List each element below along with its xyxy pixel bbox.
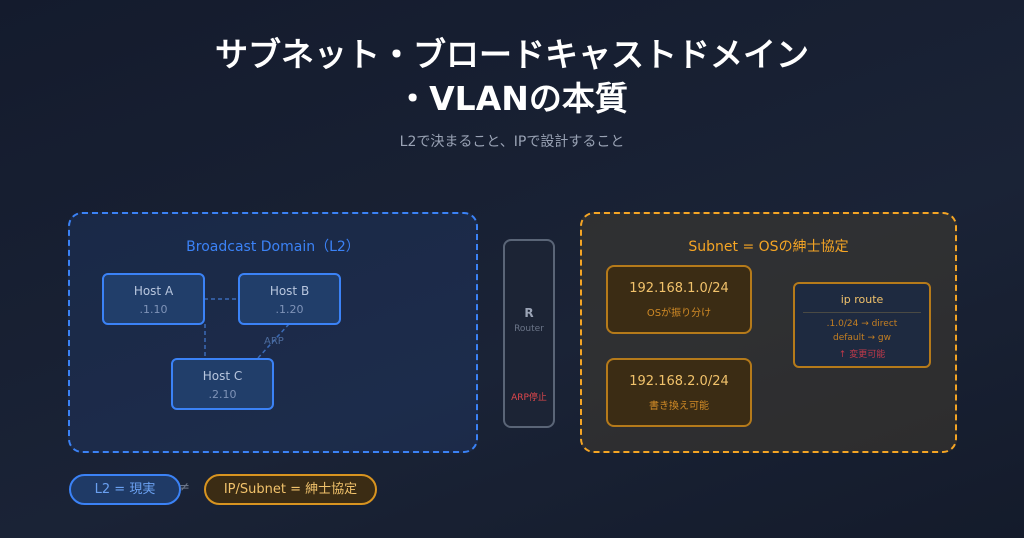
subnet-note: 書き換え可能 — [649, 401, 709, 412]
host-a[interactable]: Host A .1.10 — [102, 273, 205, 325]
router-status: ARP停止 — [511, 393, 547, 403]
router-letter: R — [524, 306, 534, 320]
route-line: .1.0/24 → direct — [826, 319, 898, 329]
subnet-cidr: 192.168.2.0/24 — [629, 374, 729, 389]
host-ip: .2.10 — [208, 388, 237, 401]
subnet-cidr: 192.168.1.0/24 — [629, 281, 729, 296]
link-b-c — [257, 323, 290, 359]
host-c[interactable]: Host C .2.10 — [171, 358, 274, 410]
host-b[interactable]: Host B .1.20 — [238, 273, 341, 325]
arp-label: ARP — [264, 336, 284, 347]
subnet-title: Subnet = OSの紳士協定 — [688, 239, 849, 255]
route-note: ↑ 変更可能 — [838, 350, 886, 360]
subtitle: L2で決まること、IPで設計すること — [399, 134, 625, 150]
legend-ip-pill: IP/Subnet = 紳士協定 — [204, 474, 377, 505]
broadcast-domain-title: Broadcast Domain（L2） — [186, 239, 360, 255]
not-equal-sign: ≠ — [179, 480, 190, 495]
router[interactable]: R Router ARP停止 — [503, 239, 555, 428]
host-name: Host C — [202, 369, 243, 383]
legend-l2-pill: L2 = 現実 — [69, 474, 181, 505]
host-name: Host B — [269, 284, 310, 298]
router-label: Router — [514, 324, 544, 334]
host-ip: .1.20 — [275, 303, 304, 316]
route-line: default → gw — [832, 333, 891, 343]
host-name: Host A — [133, 284, 174, 298]
ip-route-box: ip route .1.0/24 → direct default → gw ↑… — [793, 282, 931, 368]
subnet-2[interactable]: 192.168.2.0/24 書き換え可能 — [606, 358, 752, 427]
subnet-note: OSが振り分け — [646, 308, 712, 319]
title-line-2: ・VLANの本質 — [396, 79, 628, 118]
route-title: ip route — [840, 293, 884, 306]
broadcast-domain-box: Broadcast Domain（L2） — [68, 212, 478, 453]
title-line-1: サブネット・ブロードキャストドメイン — [215, 35, 809, 74]
host-ip: .1.10 — [139, 303, 168, 316]
